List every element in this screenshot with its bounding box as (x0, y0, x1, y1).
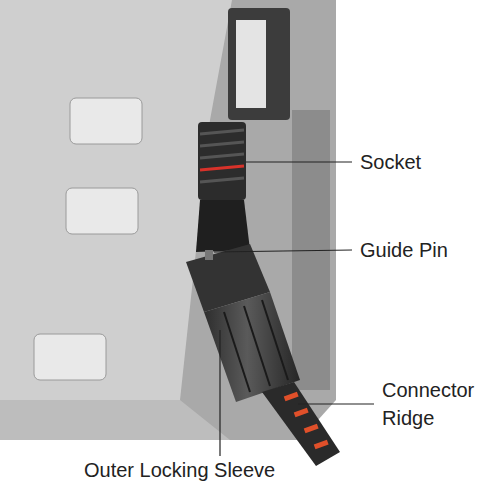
thread-line (200, 142, 244, 146)
socket-thread (200, 130, 244, 182)
grip-line (224, 312, 250, 392)
thread-line (200, 154, 244, 158)
socket-neck (196, 200, 250, 252)
leader-line (298, 403, 374, 404)
callout-label: Socket (360, 148, 490, 176)
leader-lines (214, 162, 374, 456)
grip-line (244, 306, 270, 386)
leader-line (214, 250, 352, 252)
ridge-mark (284, 392, 299, 401)
leader-line (246, 161, 352, 162)
housing-background (0, 0, 336, 440)
seal-ring (200, 166, 244, 170)
ridge-mark (304, 424, 319, 433)
callout-label: Outer Locking Sleeve (84, 456, 384, 484)
mounting-clip (34, 334, 106, 380)
grip-line (262, 300, 288, 380)
cable-strain-relief (262, 382, 340, 466)
mounting-clip (70, 98, 142, 144)
housing-panel (0, 0, 232, 400)
socket-body (198, 122, 246, 200)
product-sticker (236, 20, 266, 108)
callout-label: Connector Ridge (382, 376, 490, 432)
thread-line (200, 130, 244, 134)
guide-pin (205, 250, 213, 260)
ridge-mark (314, 440, 329, 449)
thread-line (200, 178, 244, 182)
callout-label: Guide Pin (360, 236, 490, 264)
ridge-mark (294, 408, 309, 417)
sleeve-grip (224, 300, 288, 392)
housing-base (0, 400, 230, 440)
leader-line (219, 330, 220, 456)
connector-ridges (284, 392, 329, 449)
mounting-clip (66, 188, 138, 234)
label-module (228, 8, 290, 120)
